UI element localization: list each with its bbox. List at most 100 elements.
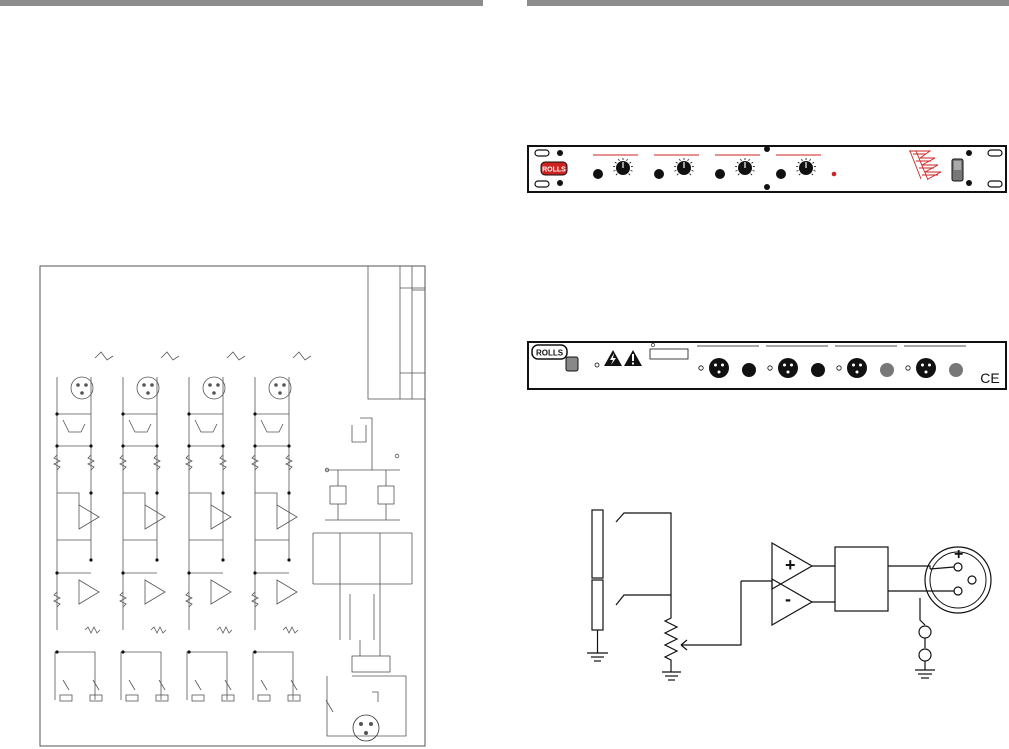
rear-channels	[697, 345, 966, 378]
block-diagram: + - +	[587, 509, 992, 681]
resistor	[87, 454, 95, 471]
rear-panel: ROLLS CE	[527, 341, 1007, 390]
ground-icon	[915, 669, 935, 679]
xlr-connector-icon	[709, 358, 729, 378]
input-jack-icon	[715, 169, 725, 179]
xlr-connector-icon	[136, 376, 160, 400]
front-brand-logo: ROLLS	[540, 161, 568, 176]
resistor	[53, 454, 61, 471]
input-jack-icon	[593, 169, 603, 179]
op-amp-icon	[78, 579, 100, 605]
potentiometer-icon	[663, 581, 742, 672]
power-supply-section	[312, 417, 413, 742]
input-jack-1	[59, 694, 73, 702]
right-page-header-bar	[527, 0, 1009, 6]
left-page-header-bar	[0, 0, 483, 6]
svg-text:+: +	[954, 546, 963, 563]
resistor	[251, 454, 259, 471]
schematic-channel-4	[251, 351, 312, 702]
rear-output-4	[904, 345, 966, 378]
svg-text:-: -	[785, 589, 791, 609]
svg-text:+: +	[785, 555, 796, 575]
output-jack-icon	[949, 363, 963, 377]
front-channel-1	[593, 154, 638, 179]
xlr-connector-icon	[916, 358, 936, 378]
resistor	[153, 454, 161, 471]
op-amp-icon	[144, 579, 166, 605]
op-amp-icon	[144, 504, 166, 530]
resistor	[251, 591, 259, 608]
indicator-dot	[698, 365, 704, 371]
rear-output-3	[835, 345, 897, 378]
ce-mark: CE	[980, 370, 999, 386]
rear-brand-logo: ROLLS	[531, 344, 568, 360]
input-jack-2	[89, 694, 103, 702]
front-channel-2	[654, 154, 699, 179]
resistor	[119, 454, 127, 471]
resistor	[185, 454, 193, 471]
output-jack-icon	[880, 363, 894, 377]
output-jack-icon	[742, 363, 756, 377]
input-jack-2	[221, 694, 235, 702]
input-jack-2	[155, 694, 169, 702]
lightning-warning-icon	[604, 350, 622, 366]
input-resistor-1	[591, 509, 604, 579]
op-amp-icon	[276, 579, 298, 605]
indicator-dot	[905, 365, 911, 371]
front-channel-4	[776, 154, 821, 179]
resistor	[185, 591, 193, 608]
input-jack-1	[191, 694, 205, 702]
output-stage-block	[834, 546, 889, 612]
rear-output-2	[766, 345, 828, 378]
ground-icon	[662, 671, 681, 681]
power-led	[831, 171, 837, 177]
op-amp-icon	[78, 504, 100, 530]
input-resistor-2	[591, 579, 604, 631]
input-jack-icon	[776, 169, 786, 179]
serial-label-box	[649, 348, 689, 360]
schematic	[39, 265, 426, 747]
output-jack-icon	[811, 363, 825, 377]
schematic-title-block	[367, 265, 426, 400]
exclamation-warning-icon	[624, 350, 642, 366]
indicator-dot	[836, 365, 842, 371]
svg-text:ROLLS: ROLLS	[542, 167, 566, 174]
resistor	[119, 591, 127, 608]
schematic-channels	[53, 351, 312, 702]
front-channel-3	[715, 154, 760, 179]
front-decor-wedges	[909, 150, 942, 181]
potentiometer-icon	[84, 626, 101, 634]
rear-output-1	[697, 345, 759, 378]
input-jack-icon	[654, 169, 664, 179]
xlr-connector-icon: +	[919, 546, 992, 626]
front-channels	[593, 154, 821, 179]
switch-contacts	[62, 419, 86, 433]
potentiometer-icon	[282, 626, 299, 634]
op-amp-icon	[276, 504, 298, 530]
xlr-connector-icon	[778, 358, 798, 378]
xlr-connector-icon	[202, 376, 226, 400]
input-jack-1	[125, 694, 139, 702]
potentiometer-icon	[216, 626, 233, 634]
front-panel: ROLLS	[527, 145, 1007, 193]
power-inlet[interactable]	[565, 356, 579, 372]
op-amp-icon	[210, 504, 232, 530]
ground-icon	[587, 652, 608, 662]
input-jack-1	[257, 694, 271, 702]
potentiometer-icon	[150, 626, 167, 634]
schematic-channel-1	[53, 351, 114, 702]
xlr-connector-icon	[70, 376, 94, 400]
resistor	[219, 454, 227, 471]
switch-contacts	[260, 419, 284, 433]
schematic-channel-3	[185, 351, 246, 702]
xlr-connector-icon	[847, 358, 867, 378]
switch-contacts	[128, 419, 152, 433]
op-amp-icon: + -	[741, 541, 814, 627]
resistor	[53, 591, 61, 608]
op-amp-icon	[210, 579, 232, 605]
xlr-connector-icon	[268, 376, 292, 400]
input-jack-2	[287, 694, 301, 702]
indicator-dot	[767, 365, 773, 371]
schematic-channel-2	[119, 351, 180, 702]
